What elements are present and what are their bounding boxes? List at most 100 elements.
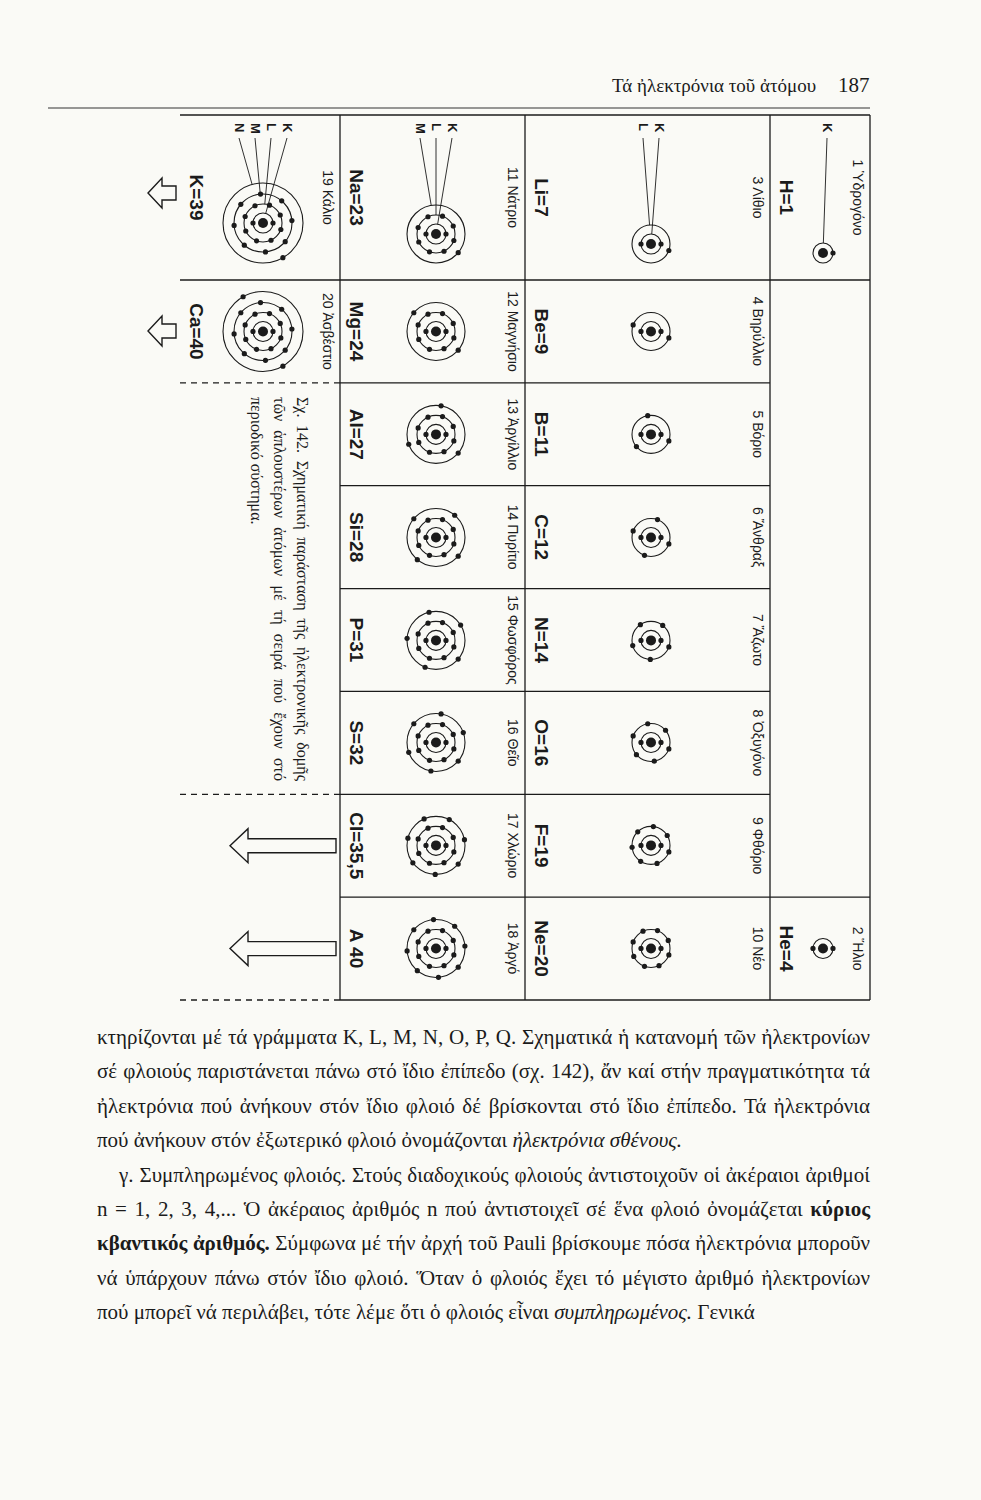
- electron-dot: [425, 929, 430, 934]
- header-rule: [48, 107, 870, 108]
- electron-dot: [269, 346, 274, 351]
- table-rule: [770, 999, 870, 1000]
- electron-shell: [641, 630, 661, 650]
- electron-dot: [406, 750, 411, 755]
- electron-shell: [245, 204, 283, 242]
- element-formula: H=1: [775, 180, 797, 215]
- leader-line: [240, 138, 253, 185]
- nucleus: [819, 248, 829, 258]
- electron-dot: [411, 722, 416, 727]
- electron-dot: [631, 322, 636, 327]
- atom-figure: [403, 694, 469, 791]
- electron-dot: [263, 358, 268, 363]
- electron-shell: [407, 920, 465, 978]
- leader-line: [420, 138, 431, 205]
- table-rule: [869, 115, 870, 1000]
- electron-dot: [283, 239, 288, 244]
- nucleus: [646, 944, 656, 954]
- electron-dot: [280, 307, 285, 312]
- electron-dot: [427, 964, 432, 969]
- table-rule: [770, 114, 870, 115]
- atom-figure: KLM: [403, 118, 469, 277]
- electron-dot: [638, 843, 643, 848]
- electron-dot: [638, 432, 643, 437]
- electron-dot: [443, 843, 448, 848]
- atom-figure: [403, 489, 469, 586]
- atom-drawing: [628, 283, 674, 380]
- element-name: 19 Κάλιο: [320, 170, 336, 225]
- electron-dot: [232, 331, 237, 336]
- atom-figure: [220, 283, 308, 380]
- atom-figure: [403, 797, 469, 894]
- electron-shell: [407, 302, 465, 360]
- electron-dot: [271, 329, 276, 334]
- nucleus: [646, 326, 656, 336]
- electron-dot: [452, 512, 457, 517]
- shell-letter: K: [281, 122, 295, 133]
- electron-dot: [451, 424, 456, 429]
- electron-dot: [451, 335, 456, 340]
- electron-dot: [423, 231, 428, 236]
- electron-dot: [427, 450, 432, 455]
- nucleus: [431, 229, 441, 239]
- electron-dot: [638, 622, 643, 627]
- electron-dot: [251, 329, 256, 334]
- nucleus: [431, 841, 441, 851]
- element-cell: 13 ἈργίλλιοAl=27: [340, 383, 525, 486]
- element-cell: 9 ΦθόριοF=19: [525, 794, 770, 897]
- electron-dot: [447, 817, 452, 822]
- electron-shell: [632, 225, 670, 263]
- element-formula: Mg=24: [345, 302, 367, 362]
- element-name: 16 Θεῖο: [505, 719, 521, 767]
- electron-dot: [443, 637, 448, 642]
- shell-letter: K: [821, 122, 835, 133]
- element-name: 15 Φωσφόρος: [505, 595, 521, 685]
- element-cell: 7 Ἄζωτο N=14: [525, 589, 770, 692]
- element-name: 4 Βηρύλλιο: [750, 297, 766, 366]
- nucleus: [646, 841, 656, 851]
- atom-drawing: [628, 592, 674, 689]
- electron-dot: [440, 825, 445, 830]
- element-formula: N=14: [530, 617, 552, 663]
- leader-line: [266, 138, 287, 213]
- atom-figure: KL: [628, 118, 674, 277]
- element-name: 7 Ἄζωτο: [750, 614, 766, 666]
- electron-dot: [655, 517, 660, 522]
- element-formula: Li=7: [530, 178, 552, 217]
- nucleus: [431, 532, 441, 542]
- electron-dot: [658, 535, 663, 540]
- atom-drawing: [403, 489, 469, 586]
- electron-dot: [263, 249, 268, 254]
- nucleus: [646, 738, 656, 748]
- electron-dot: [416, 239, 421, 244]
- electron-dot: [427, 249, 432, 254]
- electron-dot: [441, 552, 446, 557]
- element-formula: C=12: [530, 514, 552, 560]
- electron-dot: [441, 249, 446, 254]
- electron-dot: [656, 963, 661, 968]
- electron-dot: [666, 248, 671, 253]
- nucleus: [819, 944, 829, 954]
- electron-dot: [451, 850, 456, 855]
- electron-dot: [280, 198, 285, 203]
- electron-dot: [425, 312, 430, 317]
- shell-letter: L: [429, 122, 443, 132]
- leader-line: [256, 138, 261, 194]
- electron-dot: [243, 322, 248, 327]
- electron-dot: [660, 622, 665, 627]
- element-cell: 10 ΝέοNe=20: [525, 897, 770, 1000]
- atom-figure: [403, 900, 469, 997]
- element-name: 8 Ὀξυγόνο: [750, 709, 766, 776]
- element-name: 5 Βόριο: [750, 410, 766, 458]
- atom-drawing: [810, 118, 838, 277]
- nucleus: [259, 326, 269, 336]
- electron-dot: [645, 722, 650, 727]
- body-text-run: Γενικά: [697, 1300, 755, 1324]
- electron-dot: [638, 535, 643, 540]
- electron-dot: [658, 843, 663, 848]
- element-formula: Na=23: [345, 169, 367, 226]
- electron-dot: [436, 975, 441, 980]
- electron-dot: [443, 231, 448, 236]
- atom-drawing: [220, 118, 308, 277]
- electron-dot: [645, 413, 650, 418]
